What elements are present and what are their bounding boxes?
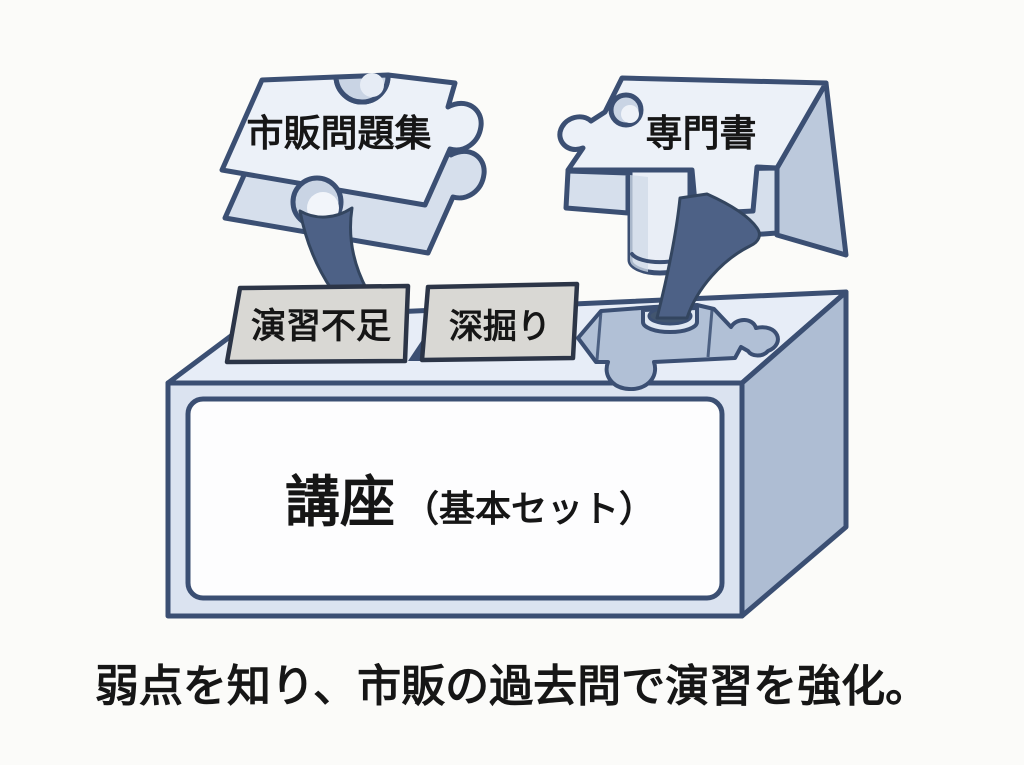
box-socket-recess [576,303,780,392]
right-plate [419,281,580,363]
socket-inner-wall-right [706,309,714,358]
caption: 弱点を知り、市販の過去問で演習を強化。 [95,662,929,711]
right-piece-knob-hole-highlight [621,105,639,123]
left-piece-top-notch-highlight [360,73,384,97]
base-box-title: 講座 [285,471,395,533]
socket-recess-shape [576,303,780,392]
base-box-title-line: 講座（基本セット） [285,471,655,533]
gap-plates [224,281,580,365]
cylinder-left-shade [629,175,648,272]
plate-gap-shadow [408,337,424,361]
right-connector-swoosh [655,192,761,320]
left-piece-label: 市販問題集 [247,112,432,154]
left-plate-label: 演習不足 [251,307,391,346]
right-puzzle-piece [557,75,849,320]
box-front-panel [185,396,725,601]
right-piece-front-band-left [563,168,631,216]
right-piece-label: 専門書 [646,113,757,154]
base-box-title-suffix: （基本セット） [403,488,655,529]
left-plate [224,283,411,365]
right-plate-label: 深掘り [449,308,551,346]
left-puzzle-piece [219,72,487,292]
left-connector-tab [298,206,369,292]
socket-inner-wall-left [595,310,603,361]
